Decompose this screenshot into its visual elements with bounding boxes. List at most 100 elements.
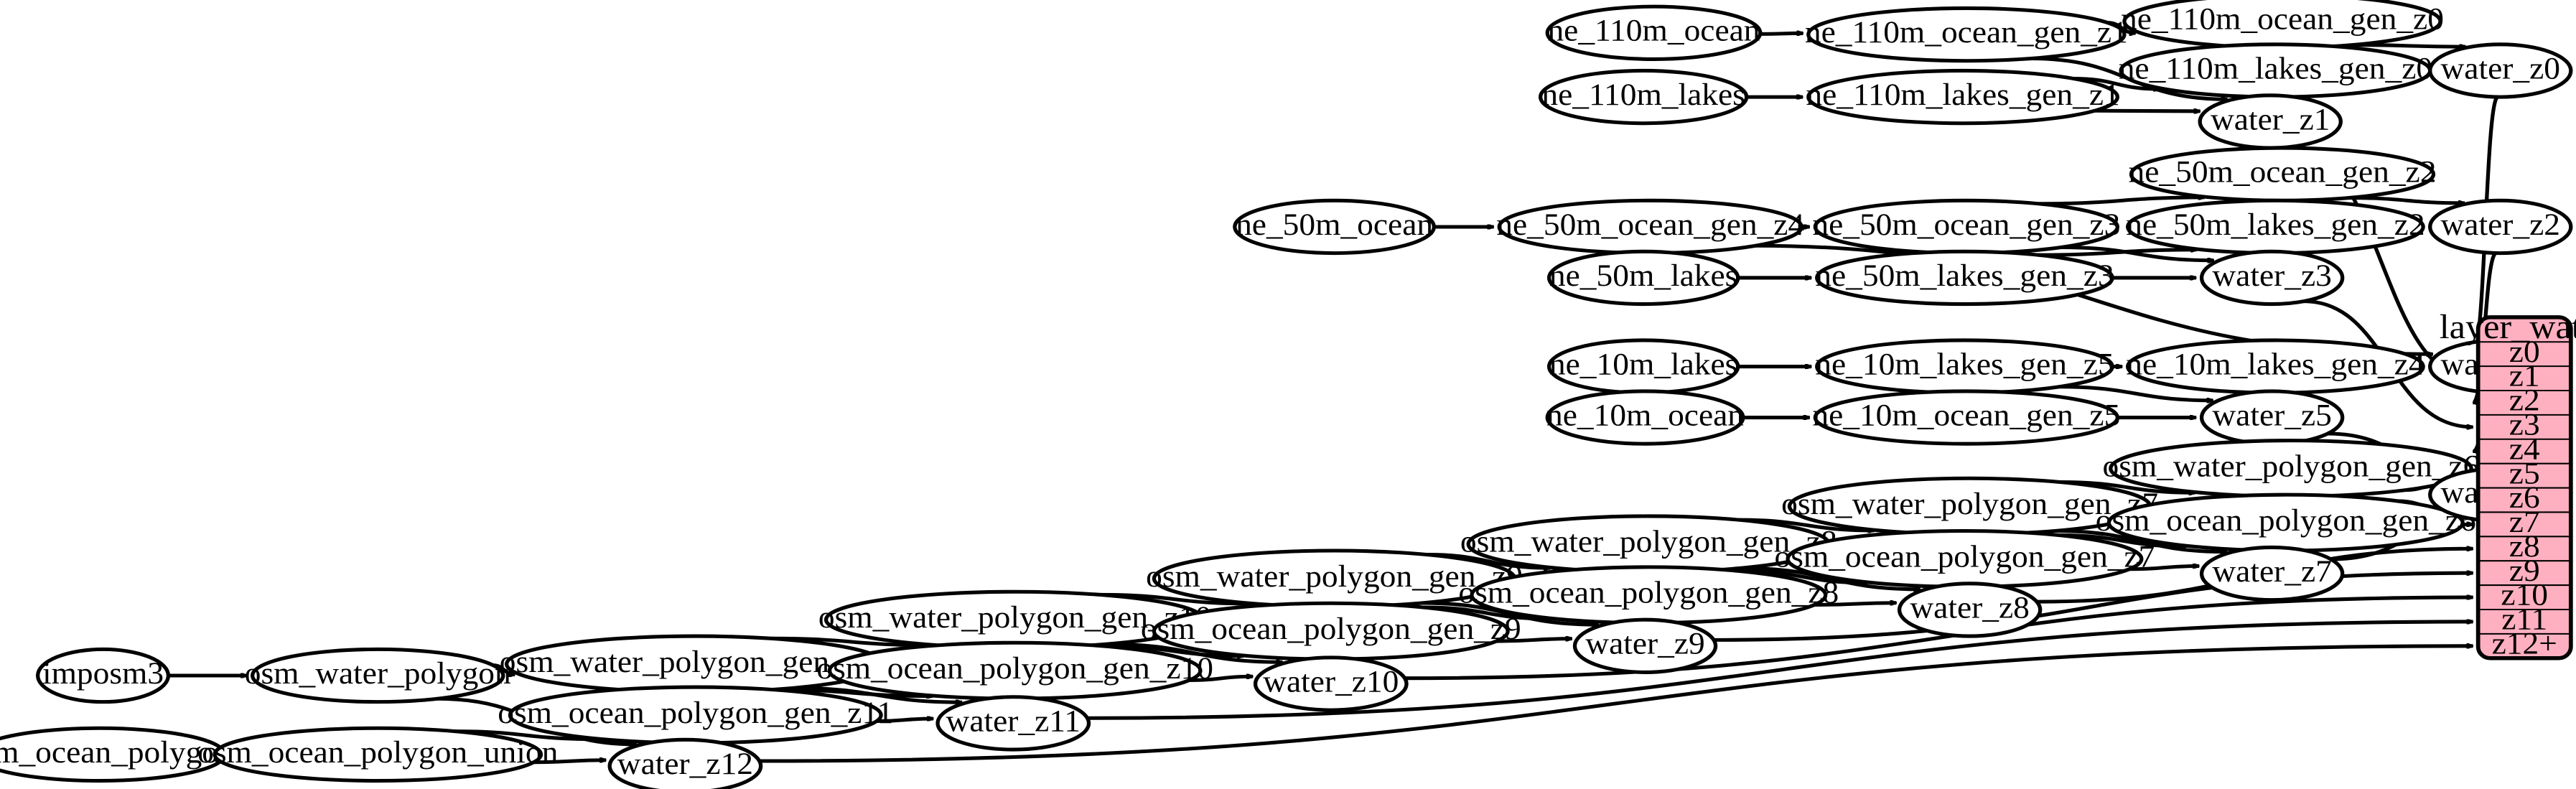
- node-water_z7[interactable]: water_z7: [2199, 545, 2345, 602]
- node-osm_ocean_polygon_gen_z8[interactable]: osm_ocean_polygon_gen_z8: [1458, 565, 1839, 625]
- node-ne_50m_ocean_gen_z3[interactable]: ne_50m_ocean_gen_z3: [1812, 198, 2120, 256]
- node-label-ne_10m_ocean: ne_10m_ocean: [1546, 397, 1744, 432]
- node-shape: [1545, 389, 1745, 446]
- node-osm_water_polygon_gen_z6[interactable]: osm_water_polygon_gen_z6: [2102, 439, 2479, 498]
- table-row-z7[interactable]: z7: [2509, 504, 2540, 539]
- node-shape: [213, 726, 543, 783]
- node-label-osm_water_polygon_gen_z9: osm_water_polygon_gen_z9: [1146, 559, 1523, 594]
- node-water_z3[interactable]: water_z3: [2199, 249, 2345, 307]
- edge-osm_ocean_polygon_gen_z11-to-osm_ocean_polygon_gen_z10: [772, 688, 933, 696]
- node-ne_50m_lakes_gen_z3[interactable]: ne_50m_lakes_gen_z3: [1815, 249, 2114, 307]
- node-shape: [607, 737, 763, 789]
- node-water_z1[interactable]: water_z1: [2198, 93, 2343, 150]
- node-label-osm_ocean_polygon_union: osm_ocean_polygon_union: [197, 734, 558, 770]
- node-label-osm_ocean_polygon_gen_z11: osm_ocean_polygon_gen_z11: [498, 695, 893, 730]
- node-shape: [1897, 582, 2043, 638]
- edge-ne_50m_lakes_gen_z3-to-ne_50m_lakes_gen_z2: [2038, 250, 2197, 257]
- table-row-z0[interactable]: z0: [2509, 334, 2540, 369]
- node-ne_10m_lakes_gen_z4[interactable]: ne_10m_lakes_gen_z4: [2126, 338, 2425, 395]
- node-water_z2[interactable]: water_z2: [2428, 198, 2573, 256]
- table-row-z12+[interactable]: z12+: [2492, 625, 2557, 660]
- node-label-water_z3: water_z3: [2212, 258, 2331, 293]
- table-row-z3[interactable]: z3: [2509, 406, 2540, 442]
- layer-water-table-header: layer_water: [2440, 307, 2576, 346]
- node-ne_50m_lakes[interactable]: ne_50m_lakes: [1546, 249, 1740, 307]
- node-osm_ocean_polygon_gen_z7[interactable]: osm_ocean_polygon_gen_z7: [1774, 529, 2155, 589]
- node-label-water_z10: water_z10: [1263, 663, 1399, 699]
- node-ne_110m_lakes_gen_z1[interactable]: ne_110m_lakes_gen_z1: [1806, 68, 2120, 126]
- node-ne_10m_ocean_gen_z5[interactable]: ne_10m_ocean_gen_z5: [1812, 389, 2120, 446]
- node-ne_10m_ocean[interactable]: ne_10m_ocean: [1545, 389, 1745, 446]
- node-ne_110m_ocean[interactable]: ne_110m_ocean: [1545, 4, 1763, 61]
- node-ne_10m_lakes[interactable]: ne_10m_lakes: [1546, 338, 1740, 395]
- edge-osm_ocean_polygon_gen_z11-to-water_z11: [876, 719, 933, 724]
- node-osm_water_polygon_gen_z8[interactable]: osm_water_polygon_gen_z8: [1460, 514, 1837, 574]
- table-row-z1[interactable]: z1: [2509, 358, 2540, 393]
- node-ne_50m_ocean_gen_z4[interactable]: ne_50m_ocean_gen_z4: [1496, 198, 1804, 256]
- node-water_z0[interactable]: water_z0: [2428, 42, 2573, 99]
- node-shape: [2199, 545, 2345, 602]
- node-osm_ocean_polygon[interactable]: osm_ocean_polygon: [0, 726, 235, 783]
- node-ne_50m_lakes_gen_z2[interactable]: ne_50m_lakes_gen_z2: [2126, 198, 2425, 256]
- node-ne_110m_lakes_gen_z0[interactable]: ne_110m_lakes_gen_z0: [2119, 42, 2432, 99]
- node-water_z9[interactable]: water_z9: [1572, 617, 1718, 674]
- table-row-z11[interactable]: z11: [2501, 601, 2547, 636]
- edge-ne_50m_ocean_gen_z2-to-water_z2: [2348, 196, 2465, 203]
- table-row-z6[interactable]: z6: [2509, 480, 2540, 515]
- table-row-z5[interactable]: z5: [2509, 455, 2540, 490]
- node-ne_50m_ocean_gen_z2[interactable]: ne_50m_ocean_gen_z2: [2129, 146, 2437, 202]
- edge-osm_ocean_polygon_union-to-water_z12: [533, 760, 606, 765]
- node-ne_110m_ocean_gen_z1[interactable]: ne_110m_ocean_gen_z1: [1805, 6, 2128, 63]
- node-shape: [1233, 198, 1436, 256]
- node-label-ne_50m_ocean: ne_50m_ocean: [1236, 207, 1433, 242]
- edge-ne_110m_lakes_gen_z1-to-ne_110m_lakes_gen_z0: [2073, 76, 2160, 89]
- node-label-ne_110m_lakes: ne_110m_lakes: [1541, 77, 1745, 112]
- node-label-osm_ocean_polygon_gen_z6: osm_ocean_polygon_gen_z6: [2096, 503, 2476, 538]
- node-osm_ocean_polygon_gen_z11[interactable]: osm_ocean_polygon_gen_z11: [498, 685, 893, 745]
- node-label-osm_ocean_polygon_gen_z9: osm_ocean_polygon_gen_z9: [1141, 611, 1521, 646]
- node-label-water_z2: water_z2: [2441, 207, 2560, 242]
- node-ne_50m_ocean[interactable]: ne_50m_ocean: [1233, 198, 1436, 256]
- table-row-z10[interactable]: z10: [2501, 577, 2548, 612]
- node-imposm3[interactable]: imposm3: [35, 647, 171, 704]
- node-label-osm_water_polygon_gen_z11: osm_water_polygon_gen_z11: [500, 644, 892, 679]
- node-ne_110m_lakes[interactable]: ne_110m_lakes: [1538, 68, 1749, 126]
- edge-layer: [168, 21, 2500, 765]
- node-shape: [250, 647, 505, 704]
- node-label-ne_110m_ocean_gen_z1: ne_110m_ocean_gen_z1: [1805, 14, 2128, 50]
- node-osm_ocean_polygon_union[interactable]: osm_ocean_polygon_union: [197, 726, 558, 783]
- node-water_z10[interactable]: water_z10: [1253, 655, 1409, 712]
- table-row-z9[interactable]: z9: [2509, 553, 2540, 588]
- node-water_z8[interactable]: water_z8: [1897, 582, 2043, 638]
- node-label-water_z0: water_z0: [2441, 50, 2560, 85]
- node-water_z11[interactable]: water_z11: [935, 695, 1091, 752]
- edge-ne_10m_lakes_gen_z5-to-water_z5: [2058, 385, 2213, 401]
- table-row-z2[interactable]: z2: [2509, 382, 2540, 417]
- edge-ne_50m_ocean_gen_z3-to-ne_50m_ocean_gen_z2: [2038, 197, 2205, 206]
- node-osm_water_polygon_gen_z11[interactable]: osm_water_polygon_gen_z11: [500, 634, 892, 694]
- node-osm_water_polygon_gen_z10[interactable]: osm_water_polygon_gen_z10: [818, 589, 1212, 650]
- edge-osm_ocean_polygon_gen_z7-to-water_z7: [2129, 566, 2200, 571]
- node-label-ne_10m_lakes_gen_z4: ne_10m_lakes_gen_z4: [2126, 346, 2425, 381]
- node-water_z5[interactable]: water_z5: [2199, 389, 2345, 446]
- node-label-ne_50m_ocean_gen_z2: ne_50m_ocean_gen_z2: [2129, 154, 2437, 189]
- node-osm_ocean_polygon_gen_z10[interactable]: osm_ocean_polygon_gen_z10: [816, 640, 1213, 701]
- node-ne_10m_lakes_gen_z5[interactable]: ne_10m_lakes_gen_z5: [1815, 338, 2114, 395]
- node-label-ne_50m_lakes: ne_50m_lakes: [1549, 258, 1737, 293]
- node-label-osm_ocean_polygon_gen_z10: osm_ocean_polygon_gen_z10: [816, 650, 1213, 686]
- node-osm_ocean_polygon_gen_z6[interactable]: osm_ocean_polygon_gen_z6: [2096, 492, 2476, 553]
- table-row-z4[interactable]: z4: [2509, 431, 2540, 466]
- layer-water-table[interactable]: layer_waterz0z1z2z3z4z5z6z7z8z9z10z11z12…: [2440, 307, 2576, 660]
- node-ne_110m_ocean_gen_z0[interactable]: ne_110m_ocean_gen_z0: [2121, 0, 2444, 50]
- node-shape: [1546, 249, 1740, 307]
- node-osm_water_polygon[interactable]: osm_water_polygon: [245, 647, 511, 704]
- table-row-z8[interactable]: z8: [2509, 528, 2540, 564]
- node-shape: [2428, 42, 2573, 99]
- node-label-osm_water_polygon: osm_water_polygon: [245, 655, 511, 691]
- node-water_z12[interactable]: water_z12: [607, 737, 763, 789]
- node-osm_water_polygon_gen_z7[interactable]: osm_water_polygon_gen_z7: [1781, 476, 2158, 536]
- edge-osm_water_polygon_gen_z8-to-osm_water_polygon_gen_z7: [1738, 518, 1875, 531]
